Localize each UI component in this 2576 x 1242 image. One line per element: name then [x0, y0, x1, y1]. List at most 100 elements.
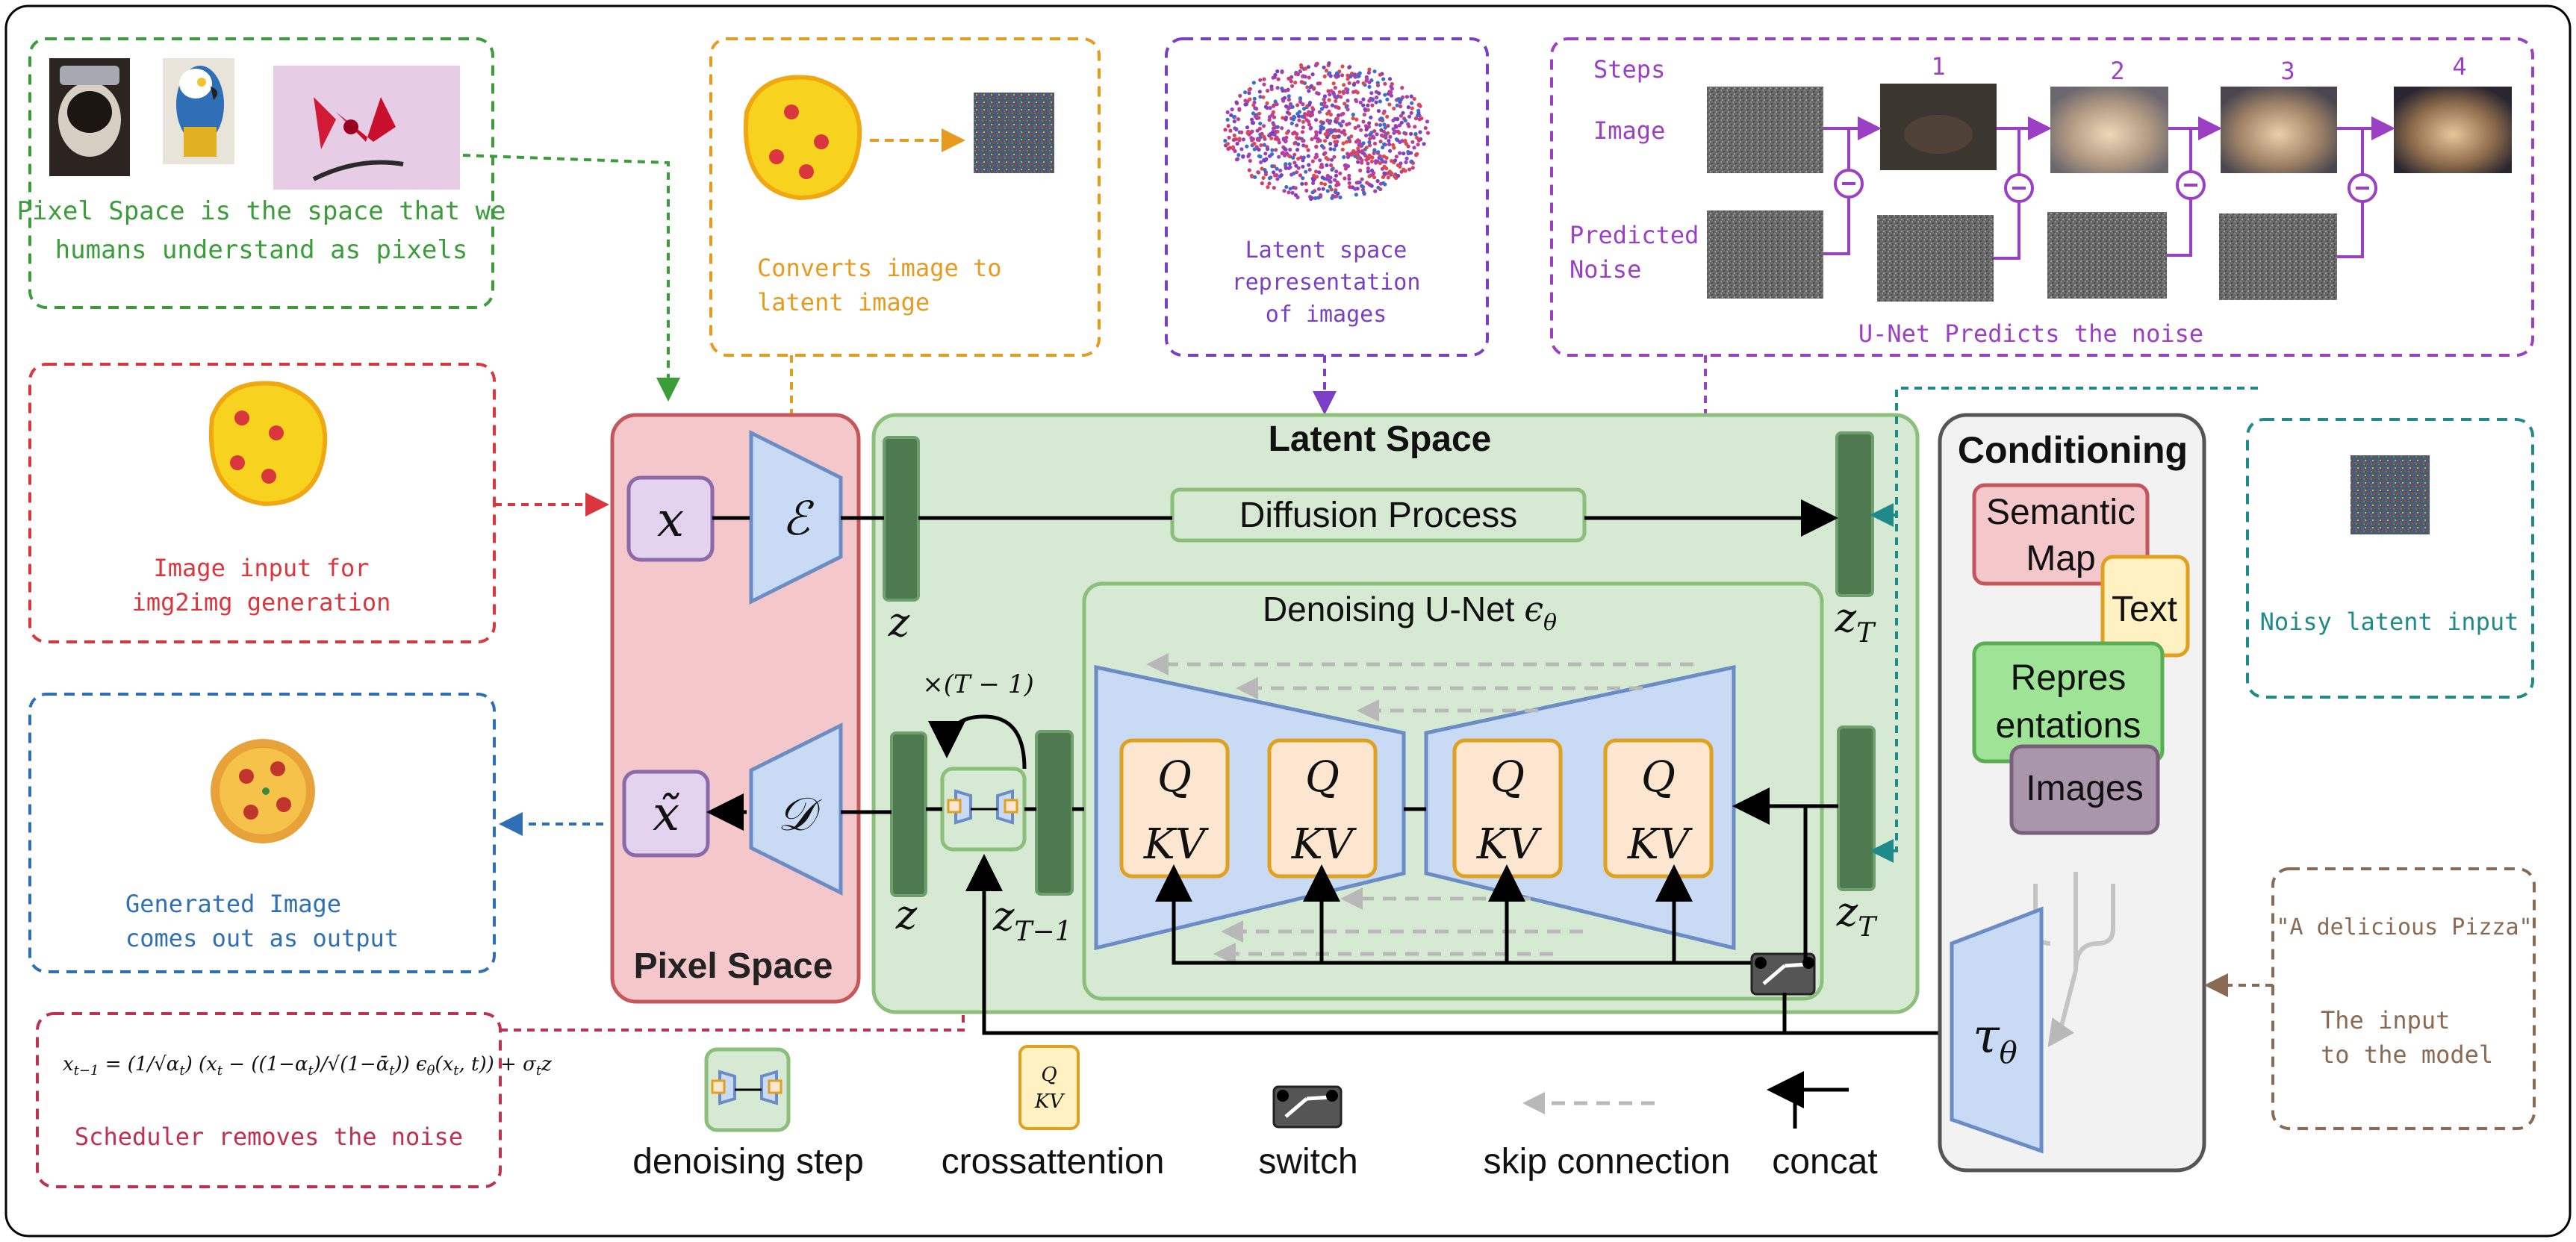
latent-scatter-dot	[1246, 154, 1251, 158]
latent-scatter-dot	[1257, 111, 1262, 116]
latent-scatter-dot	[1403, 169, 1407, 173]
latent-scatter-dot	[1425, 119, 1430, 124]
latent-scatter-dot	[1391, 127, 1396, 131]
latent-scatter-dot	[1251, 81, 1256, 85]
latent-scatter-dot	[1320, 175, 1325, 180]
latent-scatter-dot	[1322, 101, 1327, 105]
latent-scatter-dot	[1290, 104, 1295, 109]
latent-scatter-dot	[1262, 77, 1266, 81]
latent-scatter-dot	[1398, 164, 1402, 169]
latent-scatter-dot	[1378, 72, 1382, 77]
scheduler-caption: Scheduler removes the noise	[75, 1123, 463, 1151]
latent-scatter-dot	[1330, 103, 1335, 107]
latent-scatter-dot	[1241, 137, 1245, 142]
latent-scatter-dot	[1253, 114, 1257, 119]
conditioning-panel: Conditioning Semantic Map Text Repres en…	[1938, 413, 2206, 1173]
latent-scatter-dot	[1370, 98, 1375, 102]
pizza-blob-icon	[743, 75, 862, 201]
representations-line2: entations	[1996, 706, 2141, 746]
svg-text:Q: Q	[1490, 753, 1525, 802]
semantic-map-line1: Semantic	[1986, 493, 2135, 532]
predicted-noise-1	[1707, 210, 1823, 299]
legend-switch-label: switch	[1258, 1142, 1357, 1182]
latent-scatter-dot	[1394, 137, 1399, 142]
latent-scatter-dot	[1301, 176, 1305, 181]
latent-scatter-dot	[1395, 103, 1399, 107]
latent-scatter-dot	[1278, 168, 1283, 173]
latent-scatter-dot	[1331, 81, 1336, 86]
latent-scatter-dot	[1367, 174, 1372, 178]
latent-scatter-dot	[1351, 73, 1356, 78]
latent-scatter-dot	[1301, 102, 1305, 107]
latent-scatter-dot	[1398, 100, 1402, 104]
latent-scatter-dot	[1366, 161, 1370, 166]
latent-scatter-dot	[1267, 176, 1272, 181]
latent-scatter-dot	[1356, 180, 1360, 185]
latent-scatter-dot	[1314, 130, 1319, 134]
latent-scatter-dot	[1399, 120, 1404, 125]
legend-denoising-step-label: denoising step	[632, 1142, 864, 1182]
latent-scatter-dot	[1248, 97, 1252, 102]
latent-scatter-dot	[1230, 107, 1234, 112]
latent-scatter-dot	[1298, 173, 1303, 178]
text-chip-label: Text	[2112, 590, 2177, 629]
latent-scatter-dot	[1344, 140, 1348, 144]
pizza-blob-icon	[208, 381, 328, 507]
latent-scatter-dot	[1409, 94, 1413, 99]
latent-scatter-dot	[1413, 131, 1418, 137]
latent-scatter-dot	[1316, 91, 1321, 96]
latent-scatter-dot	[1416, 138, 1422, 143]
latent-scatter-dot	[1381, 77, 1386, 81]
svg-text:KV: KV	[1291, 820, 1357, 869]
latent-scatter-dot	[1325, 128, 1330, 134]
latent-scatter-dot	[1260, 131, 1264, 136]
latent-scatter-dot	[1317, 110, 1322, 114]
latent-scatter-dot	[1223, 128, 1228, 132]
latent-scatter-dot	[1273, 72, 1278, 77]
latent-scatter-dot	[1361, 103, 1366, 107]
latent-scatter-dot	[1369, 132, 1373, 137]
repeat-label: ×(T − 1)	[922, 670, 1033, 699]
latent-scatter-dot	[1324, 69, 1329, 73]
latent-scatter-dot	[1385, 97, 1390, 102]
latent-scatter-dot	[1338, 171, 1343, 175]
latent-scatter-dot	[1361, 185, 1366, 190]
latent-scatter-dot	[1365, 126, 1369, 131]
latent-scatter-dot	[1361, 141, 1366, 146]
latent-scatter-dot	[1280, 69, 1284, 74]
latent-scatter-dot	[1260, 166, 1264, 171]
latent-scatter-dot	[1313, 135, 1318, 140]
latent-scatter-dot	[1333, 178, 1337, 182]
latent-scatter-dot	[1360, 150, 1365, 155]
latent-scatter-dot	[1388, 149, 1393, 153]
latent-scatter-dot	[1235, 141, 1239, 146]
svg-text:Q: Q	[1305, 753, 1340, 802]
svg-text:Q: Q	[1157, 753, 1192, 802]
latent-scatter-dot	[1354, 117, 1359, 122]
latent-scatter-dot	[1287, 94, 1291, 99]
latent-scatter-dot	[1374, 122, 1379, 127]
latent-scatter-dot	[1307, 89, 1311, 93]
latent-scatter-dot	[1354, 193, 1358, 197]
latent-scatter-dot	[1314, 118, 1319, 122]
latent-scatter-dot	[1302, 107, 1307, 111]
latent-scatter-dot	[1351, 116, 1355, 121]
latent-scatter-dot	[1236, 117, 1240, 122]
latent-scatter-dot	[1355, 90, 1360, 95]
latent-scatter-dot	[1370, 103, 1375, 107]
latent-scatter-dot	[1361, 81, 1366, 86]
latent-scatter-dot	[1287, 154, 1291, 158]
latent-scatter-dot	[1262, 143, 1266, 147]
conditioning-title: Conditioning	[1958, 429, 2188, 471]
latent-scatter-dot	[1306, 154, 1310, 158]
latent-scatter-dot	[1317, 170, 1322, 175]
legend-skip-connection-label: skip connection	[1484, 1142, 1731, 1182]
latent-scatter-dot	[1275, 166, 1279, 171]
latent-scatter-dot	[1229, 113, 1233, 117]
latent-scatter-dot	[1243, 90, 1248, 95]
latent-scatter-dot	[1317, 187, 1322, 191]
latent-scatter-dot	[1333, 86, 1337, 90]
legend-concat-label: concat	[1772, 1142, 1877, 1182]
latent-scatter-dot	[1410, 101, 1414, 105]
latent-scatter-dot	[1295, 103, 1300, 107]
